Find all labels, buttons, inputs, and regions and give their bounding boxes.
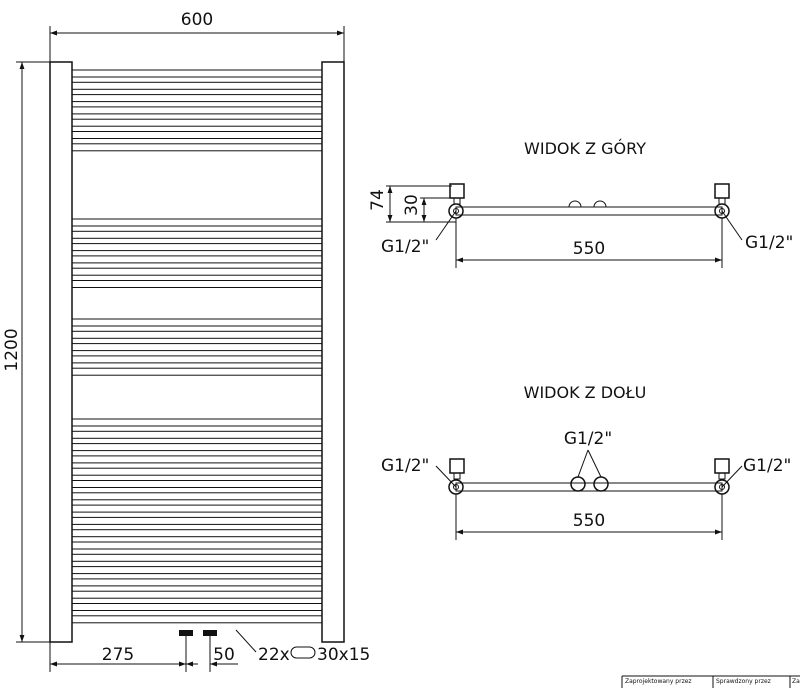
top-width-label: 550 xyxy=(573,239,605,259)
axis-label: 30 xyxy=(402,194,422,216)
bottom-width-label: 550 xyxy=(573,511,605,531)
rail-23 xyxy=(71,467,323,476)
rail-4 xyxy=(71,106,323,115)
height-dimension: 1200 xyxy=(2,61,50,643)
rail-27 xyxy=(71,516,323,525)
rail-19 xyxy=(71,418,323,427)
bottom-right-valve-neck xyxy=(718,472,726,480)
width-label: 600 xyxy=(181,10,213,30)
top-right-valve xyxy=(714,183,730,199)
bottom-view-title: WIDOK Z DOŁU xyxy=(524,383,647,402)
connection-stub-right xyxy=(203,630,217,636)
rail-11 xyxy=(71,255,323,264)
rail-26 xyxy=(71,504,323,513)
bottom-view: WIDOK Z DOŁU G1/2" G1/2" G1/2" 550 xyxy=(381,383,791,540)
spacing-label: 50 xyxy=(213,645,235,665)
title-block-cell-3: Za xyxy=(792,678,800,685)
top-bar xyxy=(455,206,723,216)
rail-2 xyxy=(71,81,323,90)
height-label: 1200 xyxy=(2,328,22,371)
top-mid-arc-left xyxy=(568,200,582,208)
rail-12 xyxy=(71,267,323,276)
offset-label: 275 xyxy=(102,645,134,665)
width-dimension: 600 xyxy=(49,10,345,62)
bottom-dimensions: 275 50 xyxy=(49,636,238,672)
rail-34 xyxy=(71,603,323,611)
right-post xyxy=(321,61,345,643)
rail-13 xyxy=(71,280,323,288)
top-mid-arc-right xyxy=(593,200,607,208)
bottom-left-conn-inner xyxy=(453,484,459,490)
bottom-bar xyxy=(455,482,723,492)
bottom-left-valve xyxy=(449,458,465,474)
rail-25 xyxy=(71,492,323,501)
flat-spec-label: 30x15 xyxy=(317,645,370,665)
connection-stub-left xyxy=(179,630,193,636)
top-view: WIDOK Z GÓRY 74 30 G1/2" G1/2" 550 xyxy=(368,139,793,268)
bottom-center-conn-label: G1/2" xyxy=(564,429,612,449)
rail-3 xyxy=(71,94,323,103)
rail-6 xyxy=(71,131,323,139)
rail-8 xyxy=(71,218,323,227)
title-block: Zaprojektowany przez Sprawdzony przez Za xyxy=(621,675,800,688)
front-view: 600 1200 275 50 22x 30x15 xyxy=(2,10,370,672)
rail-29 xyxy=(71,541,323,550)
title-block-cell-2: Sprawdzony przez xyxy=(716,678,771,685)
rail-10 xyxy=(71,243,323,252)
rail-33 xyxy=(71,590,323,599)
bottom-right-conn-label: G1/2" xyxy=(743,456,791,476)
rail-1 xyxy=(71,69,323,78)
rail-30 xyxy=(71,553,323,562)
top-left-valve xyxy=(449,183,465,199)
top-right-conn-label: G1/2" xyxy=(745,233,793,253)
tube-spec-label: 22x xyxy=(258,645,290,665)
top-view-title: WIDOK Z GÓRY xyxy=(524,139,646,158)
top-left-conn-label: G1/2" xyxy=(381,237,429,257)
rail-20 xyxy=(71,430,323,439)
rail-24 xyxy=(71,480,323,488)
top-left-conn-inner xyxy=(453,208,459,214)
rail-7 xyxy=(71,143,323,152)
rail-21 xyxy=(71,443,323,452)
title-block-cell-1: Zaprojektowany przez xyxy=(625,678,692,685)
rail-16 xyxy=(71,343,323,352)
bottom-mid-conn-left xyxy=(570,476,586,492)
bottom-left-valve-neck xyxy=(453,472,461,480)
depth-label: 74 xyxy=(368,189,388,211)
rail-14 xyxy=(71,318,323,327)
top-right-conn-inner xyxy=(719,208,725,214)
rail-35 xyxy=(71,615,323,624)
top-right-valve-neck xyxy=(718,197,726,205)
rail-31 xyxy=(71,566,323,575)
tube-spec-callout: 22x 30x15 xyxy=(235,629,370,665)
rail-32 xyxy=(71,578,323,587)
left-post xyxy=(49,61,73,643)
top-left-valve-neck xyxy=(453,197,461,205)
rail-17 xyxy=(71,355,323,364)
flat-tube-icon xyxy=(290,646,316,659)
rails xyxy=(71,69,323,624)
bottom-mid-conn-right xyxy=(593,476,609,492)
bottom-right-valve xyxy=(714,458,730,474)
bottom-right-conn-inner xyxy=(719,484,725,490)
rail-28 xyxy=(71,529,323,538)
rail-15 xyxy=(71,330,323,339)
bottom-left-conn-label: G1/2" xyxy=(381,456,429,476)
rail-22 xyxy=(71,455,323,464)
rail-18 xyxy=(71,367,323,376)
rail-5 xyxy=(71,118,323,127)
rail-9 xyxy=(71,230,323,239)
